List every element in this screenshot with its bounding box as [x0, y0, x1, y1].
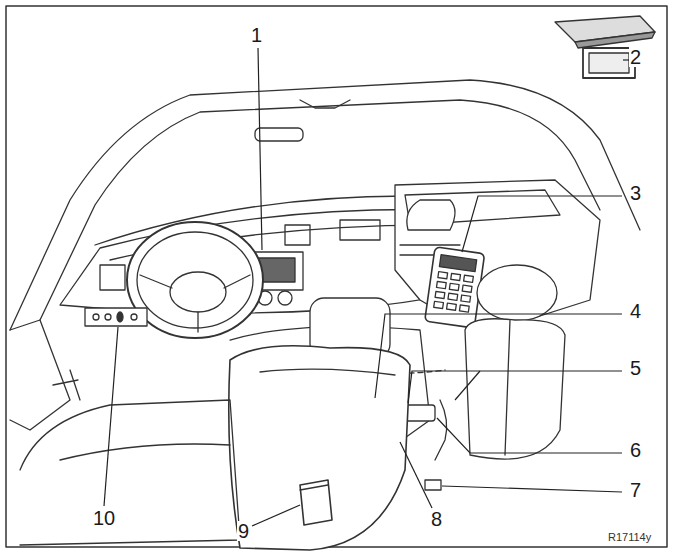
seat-seam — [505, 320, 510, 455]
seat-side — [435, 400, 447, 460]
vent — [100, 265, 125, 290]
pocket-lip — [300, 485, 328, 490]
glovebox — [340, 220, 380, 240]
callout-number: 1 — [250, 25, 263, 45]
callout-number: 2 — [629, 47, 642, 67]
passenger-seatback — [465, 319, 565, 459]
leader-lines — [104, 48, 636, 526]
seat-seam — [60, 444, 230, 460]
floor-outlet — [425, 480, 441, 490]
spokes — [140, 275, 250, 332]
callout-number: 6 — [629, 440, 642, 460]
callout-number: 9 — [237, 521, 250, 541]
callout-number: 5 — [629, 358, 642, 378]
right-door — [395, 180, 600, 335]
switch — [131, 314, 137, 320]
switch — [117, 312, 123, 322]
callout-number: 8 — [430, 509, 443, 529]
steering-wheel-inner — [137, 232, 253, 328]
driver-seatback — [229, 346, 410, 550]
switch — [105, 314, 111, 320]
callout-number: 3 — [629, 183, 642, 203]
overhead-console — [555, 16, 655, 78]
callout-number: 7 — [629, 480, 642, 500]
callout-number: 10 — [92, 508, 116, 528]
seatback-pocket — [300, 480, 332, 525]
left-door — [10, 320, 70, 430]
switch — [93, 314, 99, 320]
callout-number: 4 — [629, 301, 642, 321]
rear-mirror — [255, 128, 303, 141]
vent — [285, 225, 310, 245]
seat-seam — [260, 369, 395, 375]
switch-panel — [85, 308, 147, 326]
knob — [278, 291, 292, 305]
dome-light — [300, 100, 350, 108]
figure-code: R17114y — [607, 532, 652, 543]
side-mirror — [407, 200, 455, 230]
door-handle — [53, 370, 80, 400]
steering-hub — [170, 272, 226, 312]
headrest — [477, 265, 557, 321]
left-seat — [20, 400, 240, 545]
remote-control — [425, 247, 485, 328]
